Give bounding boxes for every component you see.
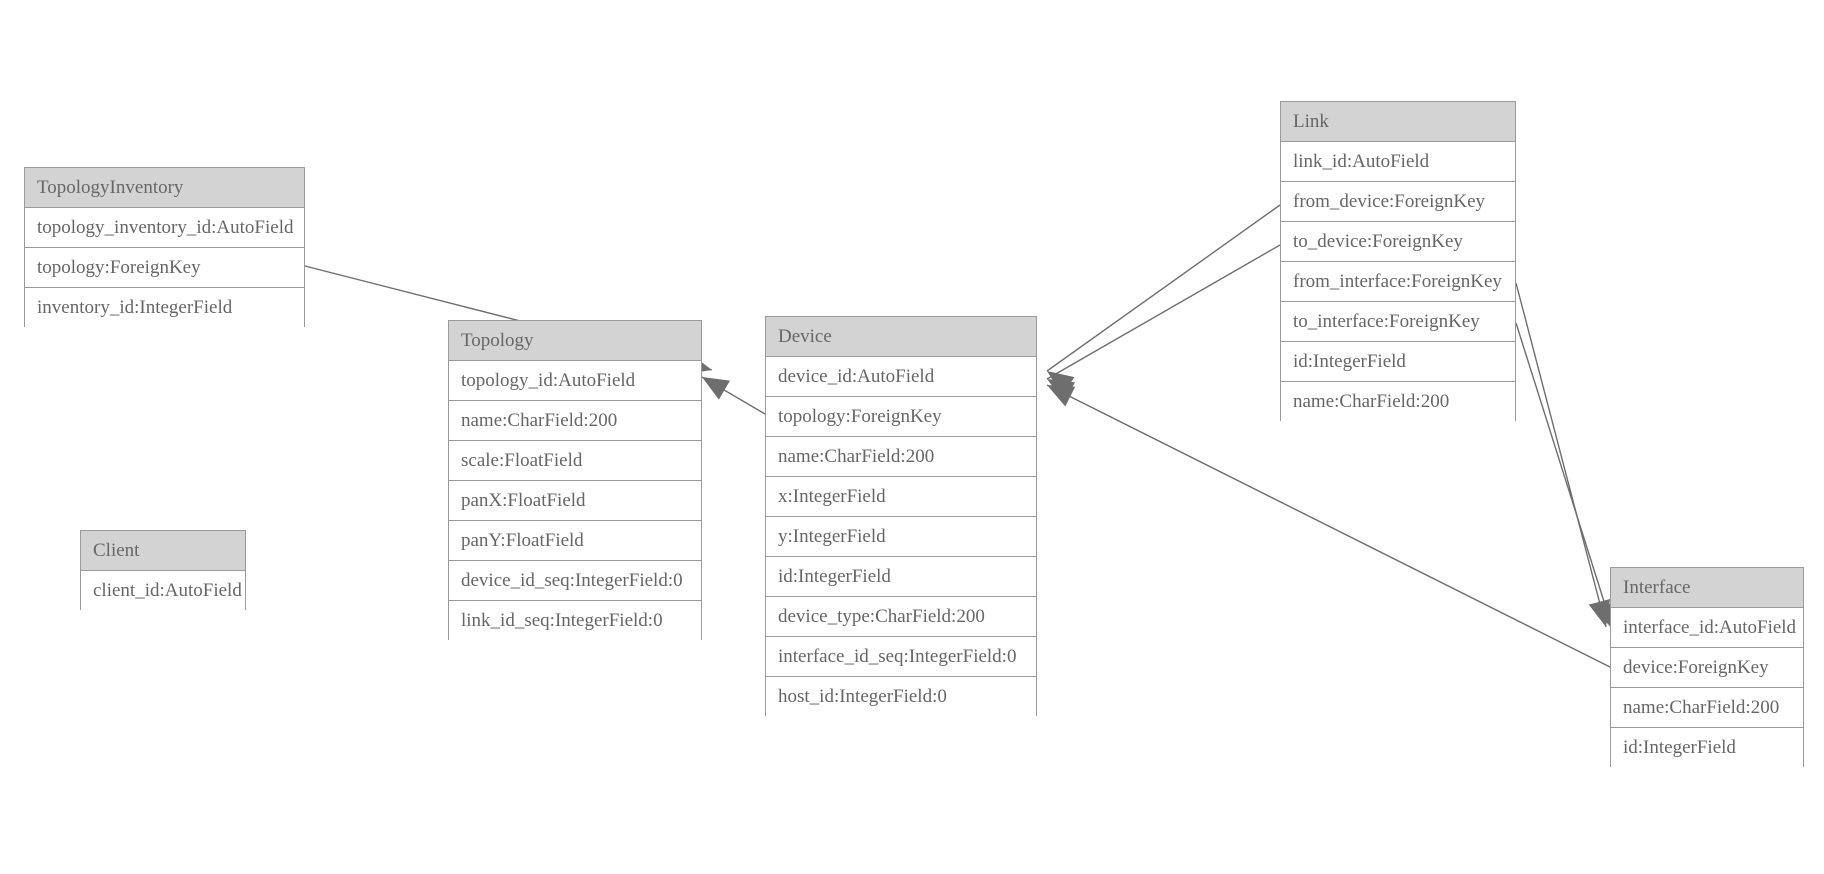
relationship-edge-link-from_device: [1046, 204, 1281, 372]
relationship-edge-link-to_interface: [1515, 322, 1614, 631]
entity-field-row: device_type:CharField:200: [766, 597, 1036, 637]
entity-title-client: Client: [81, 531, 245, 571]
entity-field-row: topology_inventory_id:AutoField: [25, 208, 304, 248]
relationship-edge-device-topology: [701, 376, 766, 415]
entity-field-row: to_interface:ForeignKey: [1281, 302, 1515, 342]
entity-field-row: interface_id_seq:IntegerField:0: [766, 637, 1036, 677]
entity-field-row: link_id_seq:IntegerField:0: [449, 601, 701, 641]
entity-field-row: x:IntegerField: [766, 477, 1036, 517]
relationship-edge-link-to_device: [1046, 244, 1281, 380]
entity-field-row: y:IntegerField: [766, 517, 1036, 557]
entity-field-row: id:IntegerField: [1281, 342, 1515, 382]
entity-field-row: name:CharField:200: [1611, 688, 1803, 728]
entity-field-row: device_id_seq:IntegerField:0: [449, 561, 701, 601]
entity-title-topology: Topology: [449, 321, 701, 361]
entity-field-row: topology:ForeignKey: [766, 397, 1036, 437]
entity-field-row: device:ForeignKey: [1611, 648, 1803, 688]
entity-field-row: scale:FloatField: [449, 441, 701, 481]
relationship-arrowhead-link-to_device: [1047, 379, 1076, 402]
entity-field-row: to_device:ForeignKey: [1281, 222, 1515, 262]
entity-field-row: name:CharField:200: [1281, 382, 1515, 422]
entity-title-device: Device: [766, 317, 1036, 357]
entity-field-row: host_id:IntegerField:0: [766, 677, 1036, 717]
entity-field-row: from_interface:ForeignKey: [1281, 262, 1515, 302]
entity-field-row: link_id:AutoField: [1281, 142, 1515, 182]
entity-field-row: name:CharField:200: [766, 437, 1036, 477]
entity-title-topology_inventory: TopologyInventory: [25, 168, 304, 208]
entity-field-row: from_device:ForeignKey: [1281, 182, 1515, 222]
entity-field-row: topology:ForeignKey: [25, 248, 304, 288]
entity-field-row: device_id:AutoField: [766, 357, 1036, 397]
relationship-arrowhead-link-from_device: [1047, 371, 1075, 396]
relationship-edge-interface-device: [1046, 384, 1611, 668]
entity-field-row: name:CharField:200: [449, 401, 701, 441]
entity-field-row: id:IntegerField: [1611, 728, 1803, 768]
entity-field-row: id:IntegerField: [766, 557, 1036, 597]
entity-field-row: interface_id:AutoField: [1611, 608, 1803, 648]
entity-field-row: inventory_id:IntegerField: [25, 288, 304, 328]
entity-field-row: panY:FloatField: [449, 521, 701, 561]
relationship-edge-link-from_interface: [1515, 282, 1607, 628]
entity-field-row: topology_id:AutoField: [449, 361, 701, 401]
entity-title-interface: Interface: [1611, 568, 1803, 608]
entity-field-row: client_id:AutoField: [81, 571, 245, 611]
entity-field-row: panX:FloatField: [449, 481, 701, 521]
relationship-arrowhead-interface-device: [1047, 385, 1076, 407]
entity-title-link: Link: [1281, 102, 1515, 142]
